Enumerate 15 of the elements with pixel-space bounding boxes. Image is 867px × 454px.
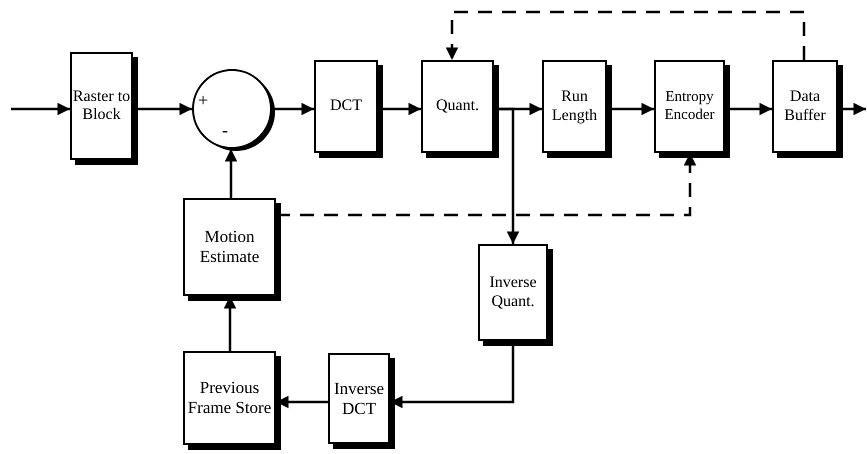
block-label: Quant. bbox=[436, 97, 480, 116]
arrow bbox=[11, 102, 70, 116]
block-label: Raster to Block bbox=[72, 88, 131, 124]
sign-label: + bbox=[198, 91, 208, 109]
sign-label: - bbox=[222, 121, 228, 139]
block-label: Inverse DCT bbox=[332, 378, 386, 418]
arrow bbox=[224, 148, 238, 198]
block-label: Entropy Encoder bbox=[664, 89, 716, 124]
block-label: Inverse Quant. bbox=[488, 274, 538, 311]
dashed-arrow bbox=[446, 10, 806, 60]
block-label: Previous Frame Store bbox=[186, 378, 272, 418]
block-label: Run Length bbox=[550, 88, 598, 125]
block-label: Data Buffer bbox=[783, 88, 827, 125]
block-label: Motion Estimate bbox=[198, 227, 260, 267]
block-label: DCT bbox=[330, 97, 362, 116]
